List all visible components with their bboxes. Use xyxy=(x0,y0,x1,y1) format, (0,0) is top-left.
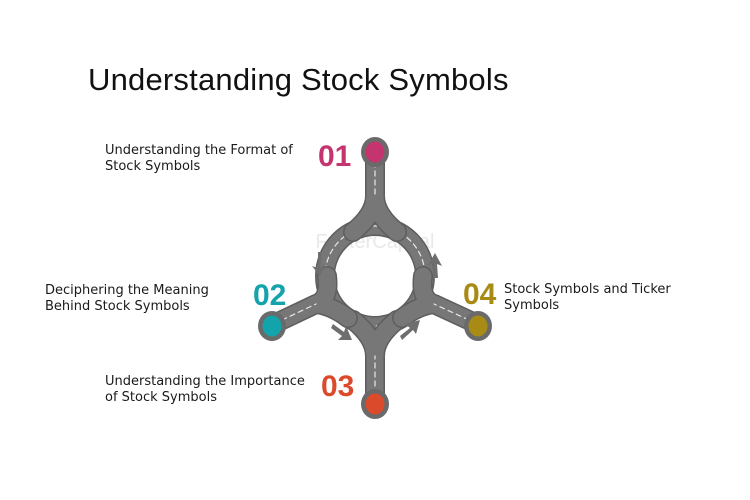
road-top xyxy=(343,146,407,242)
step-number-02: 02 xyxy=(253,279,287,312)
step-label-02: Deciphering the Meaning Behind Stock Sym… xyxy=(45,283,245,315)
end-point-04 xyxy=(464,311,492,341)
step-label-03-line1: Understanding the Importance xyxy=(105,374,305,389)
step-label-01: Understanding the Format of Stock Symbol… xyxy=(105,143,315,175)
step-label-02-line1: Deciphering the Meaning xyxy=(45,283,209,298)
arrow-down-icon xyxy=(312,252,326,276)
step-number-04: 04 xyxy=(463,278,497,311)
end-point-02 xyxy=(258,311,286,341)
step-label-04-line2: Symbols xyxy=(504,298,560,313)
step-label-03-line2: of Stock Symbols xyxy=(105,390,217,405)
step-label-01-line1: Understanding the Format of xyxy=(105,143,293,158)
arrow-right-down-icon xyxy=(331,324,352,340)
step-label-04-line1: Stock Symbols and Ticker xyxy=(504,282,671,297)
step-label-03: Understanding the Importance of Stock Sy… xyxy=(105,374,317,406)
step-label-01-line2: Stock Symbols xyxy=(105,159,201,174)
step-number-03: 03 xyxy=(321,370,355,403)
road-network xyxy=(266,146,485,410)
step-label-02-line2: Behind Stock Symbols xyxy=(45,299,190,314)
end-point-03 xyxy=(361,389,389,419)
diagram-title: Understanding Stock Symbols xyxy=(88,62,509,97)
direction-arrows xyxy=(312,252,442,340)
step-number-01: 01 xyxy=(318,140,352,173)
step-label-04: Stock Symbols and Ticker Symbols xyxy=(504,282,704,314)
arrow-right-up-icon xyxy=(400,320,420,340)
arrow-up-icon xyxy=(428,253,442,278)
end-point-01 xyxy=(361,137,389,167)
road-bottom xyxy=(343,310,407,410)
end-points xyxy=(258,137,492,419)
